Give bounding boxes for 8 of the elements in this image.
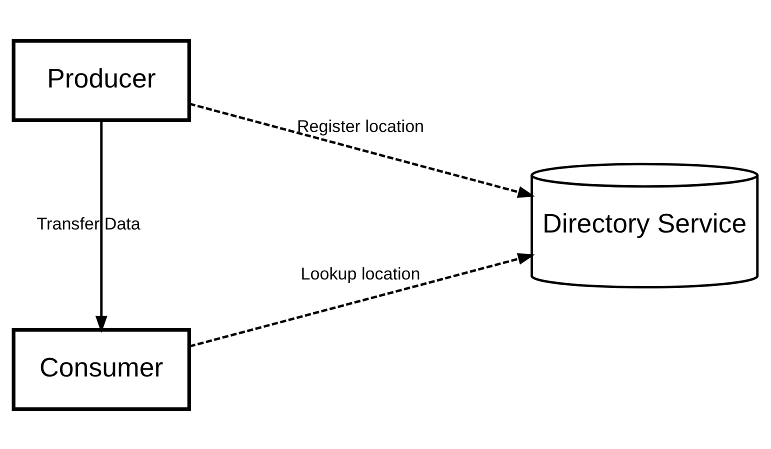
arrow	[189, 252, 535, 348]
edge-label: Register location	[296, 116, 424, 136]
arrow	[189, 102, 535, 198]
edge-label: Lookup location	[300, 264, 420, 284]
edge-label: Transfer Data	[36, 214, 140, 234]
node-box: Consumer	[12, 328, 192, 410]
arrow	[95, 120, 108, 332]
node-box: Producer	[12, 38, 192, 122]
